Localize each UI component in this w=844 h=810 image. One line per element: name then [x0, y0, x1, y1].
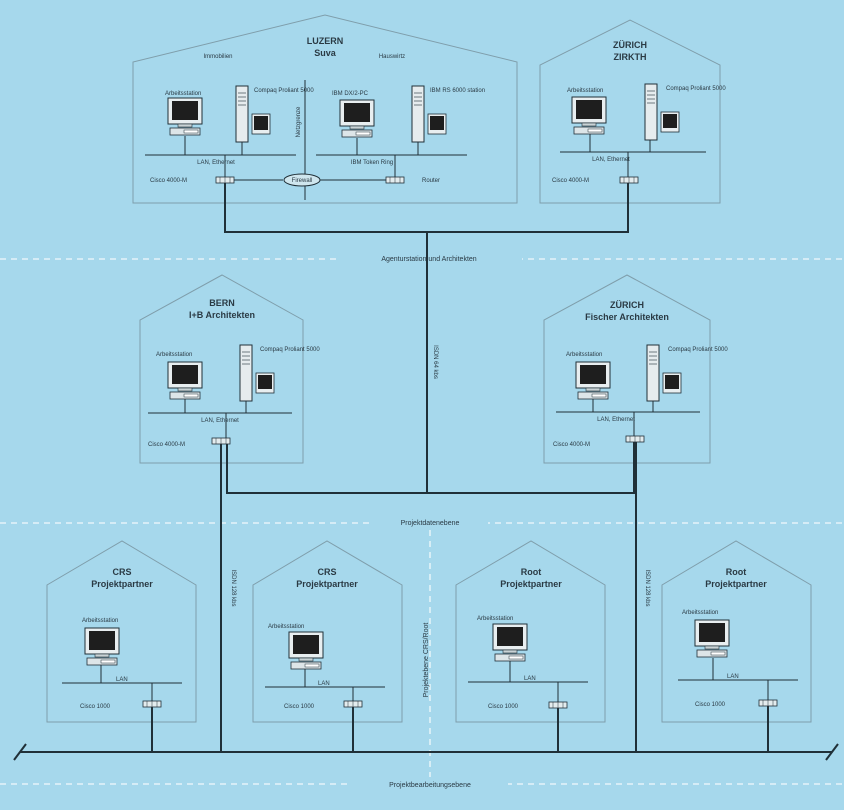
zurich-mid-lan-label: LAN, Ethernet	[597, 417, 635, 423]
luzern-pc-icon	[339, 99, 375, 138]
partner-3-lan-label: LAN	[524, 676, 536, 682]
partner-3-subtitle: Projektpartner	[500, 579, 562, 589]
partner-3-workstation-icon	[492, 623, 528, 662]
partner-1-subtitle: Projektpartner	[91, 579, 153, 589]
zurich-mid-title: ZÜRICH	[610, 300, 644, 310]
building-partner-1: CRS Projektpartner Arbeitsstation LAN Ci…	[46, 540, 197, 723]
isdn-right-label: ISDN 128 kbs	[644, 569, 650, 606]
zurich-top-title: ZÜRICH	[613, 40, 647, 50]
partner-4-router-icon	[758, 699, 778, 707]
luzern-section-right: Hauswirtz	[379, 54, 405, 60]
bern-lan-label: LAN, Ethernet	[201, 418, 239, 424]
luzern-subtitle: Suva	[314, 48, 337, 58]
building-partner-4: Root Projektpartner Arbeitsstation LAN C…	[661, 540, 812, 723]
partner-2-lan-label: LAN	[318, 681, 330, 687]
luzern-title: LUZERN	[307, 36, 344, 46]
luzern-netgrenze-label: Netzgrenze	[296, 106, 302, 137]
wan-links	[13, 183, 839, 761]
level-label-middle: Projektdatenebene	[401, 520, 460, 527]
partner-3-ws-label: Arbeitsstation	[477, 616, 513, 622]
bern-workstation-icon	[167, 361, 203, 400]
building-bern: BERN I+B Architekten Arbeitsstation Comp…	[139, 274, 320, 464]
partner-2-subtitle: Projektpartner	[296, 579, 358, 589]
partner-2-title: CRS	[317, 567, 336, 577]
luzern-rs-icon	[411, 85, 447, 143]
zurich-mid-server-icon	[646, 344, 682, 402]
bern-router-label: Cisco 4000-M	[148, 442, 185, 448]
building-luzern: LUZERN Suva Immobilien Hauswirtz Arbeits…	[132, 14, 518, 204]
zurich-mid-router-icon	[625, 435, 645, 443]
zurich-mid-ws-label: Arbeitsstation	[566, 352, 602, 358]
zurich-top-server-label: Compaq Proliant 5000	[666, 86, 726, 92]
partner-4-router-label: Cisco 1000	[695, 702, 726, 708]
partner-3-router-icon	[548, 701, 568, 709]
partner-2-router-label: Cisco 1000	[284, 704, 315, 710]
partner-4-workstation-icon	[694, 619, 730, 658]
zurich-top-subtitle: ZIRKTH	[614, 52, 647, 62]
building-zurich-mid: ZÜRICH Fischer Architekten Arbeitsstatio…	[543, 274, 728, 464]
zurich-mid-subtitle: Fischer Architekten	[585, 312, 669, 322]
luzern-server-icon	[235, 85, 271, 143]
partner-1-router-label: Cisco 1000	[80, 704, 111, 710]
bern-server-icon	[239, 344, 275, 402]
partner-1-router-icon	[142, 700, 162, 708]
partner-4-subtitle: Projektpartner	[705, 579, 767, 589]
building-partner-3: Root Projektpartner Arbeitsstation LAN C…	[455, 540, 606, 723]
luzern-firewall-label: Firewall	[292, 178, 313, 184]
partner-1-title: CRS	[112, 567, 131, 577]
luzern-router-right-icon	[385, 176, 405, 184]
partner-1-workstation-icon	[84, 627, 120, 666]
luzern-router-right-label: Router	[422, 178, 440, 184]
zurich-mid-router-label: Cisco 4000-M	[553, 442, 590, 448]
building-zurich-top: ZÜRICH ZIRKTH Arbeitsstation Compaq Prol…	[539, 19, 726, 204]
partner-1-ws-label: Arbeitsstation	[82, 618, 118, 624]
luzern-router-left-icon	[215, 176, 235, 184]
partner-2-router-icon	[343, 700, 363, 708]
isdn-left-label: ISDN 128 kbs	[230, 569, 236, 606]
level-label-bottom: Projektbearbeitungsebene	[389, 782, 471, 789]
partner-2-workstation-icon	[288, 631, 324, 670]
zurich-top-router-label: Cisco 4000-M	[552, 178, 589, 184]
zurich-top-lan-label: LAN, Ethernet	[592, 157, 630, 163]
luzern-tokenring-label: IBM Token Ring	[351, 160, 393, 166]
zurich-top-server-icon	[644, 83, 680, 141]
bern-server-label: Compaq Proliant 5000	[260, 347, 320, 353]
partner-4-ws-label: Arbeitsstation	[682, 610, 718, 616]
zurich-top-workstation-icon	[571, 96, 607, 135]
luzern-workstation-icon	[167, 97, 203, 136]
building-partner-2: CRS Projektpartner Arbeitsstation LAN Ci…	[252, 540, 403, 723]
luzern-lan-label: LAN, Ethernet	[197, 160, 235, 166]
partner-3-router-label: Cisco 1000	[488, 704, 519, 710]
zurich-mid-workstation-icon	[575, 361, 611, 400]
zurich-mid-server-label: Compaq Proliant 5000	[668, 347, 728, 353]
bern-ws-label: Arbeitsstation	[156, 352, 192, 358]
bern-router-icon	[211, 437, 231, 445]
partner-4-lan-label: LAN	[727, 674, 739, 680]
partner-2-ws-label: Arbeitsstation	[268, 624, 304, 630]
luzern-server-label: Compaq Proliant 5000	[254, 88, 314, 94]
bern-title: BERN	[209, 298, 235, 308]
luzern-pc-label: IBM DX/2-PC	[332, 91, 369, 97]
luzern-ws-label: Arbeitsstation	[165, 91, 201, 97]
level-label-top: Agenturstation und Architekten	[381, 256, 476, 263]
partner-1-lan-label: LAN	[116, 677, 128, 683]
level-label-vertical: Projektebene CRS/Root	[423, 623, 430, 698]
luzern-rs-label: IBM RS 6000 station	[430, 88, 485, 94]
luzern-router-left-label: Cisco 4000-M	[150, 178, 187, 184]
isdn-vertical-label: ISDN 64 kbs	[432, 345, 438, 379]
partner-4-title: Root	[726, 567, 747, 577]
bern-subtitle: I+B Architekten	[189, 310, 255, 320]
zurich-top-ws-label: Arbeitsstation	[567, 88, 603, 94]
zurich-top-router-icon	[619, 176, 639, 184]
luzern-section-left: Immobilien	[203, 54, 232, 60]
partner-3-title: Root	[521, 567, 542, 577]
